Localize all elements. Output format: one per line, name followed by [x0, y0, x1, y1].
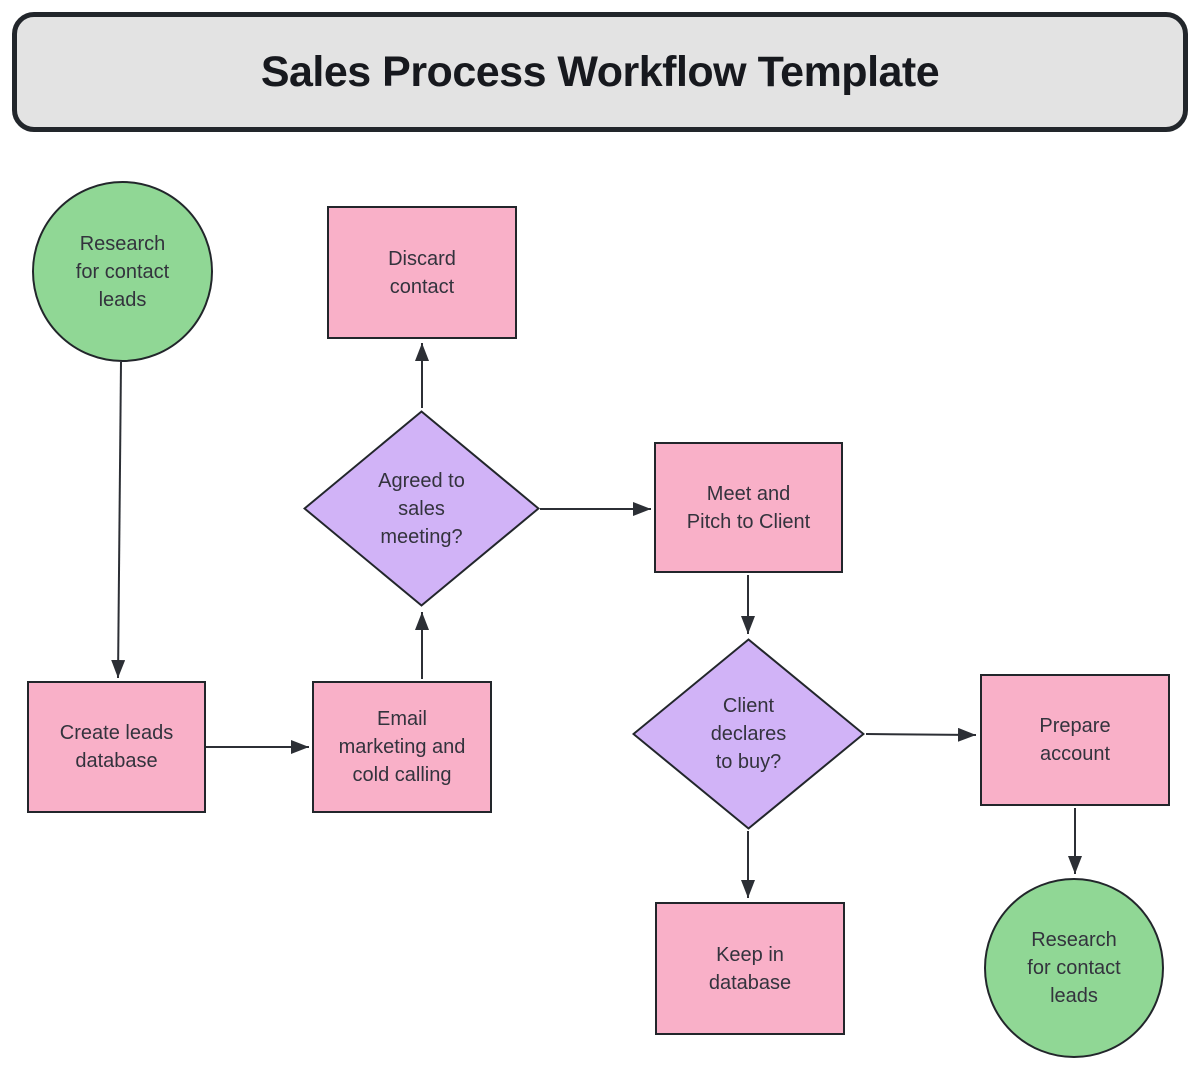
- diagram-title: Sales Process Workflow Template: [260, 47, 940, 96]
- node-label: Keep in database: [708, 943, 792, 994]
- edge-client-to-prepare: [865, 727, 977, 742]
- node-label: Discard contact: [388, 247, 456, 298]
- diamond-shape: [303, 410, 540, 607]
- node-label: Meet and Pitch to Client: [686, 482, 811, 533]
- node-prepare-account[interactable]: Prepare account: [980, 674, 1170, 806]
- node-meet-and-pitch[interactable]: Meet and Pitch to Client: [654, 442, 843, 573]
- node-keep-in-database[interactable]: Keep in database: [655, 902, 845, 1035]
- diamond-shape: [632, 638, 865, 830]
- node-label: Prepare account: [1039, 715, 1111, 765]
- node-agreed-to-sales-meeting[interactable]: Agreed to sales meeting?: [303, 410, 540, 607]
- node-end-research-leads[interactable]: Research for contact leads: [984, 878, 1164, 1058]
- node-discard-contact[interactable]: Discard contact: [327, 206, 517, 339]
- node-label: Email marketing and cold calling: [338, 708, 466, 786]
- node-label: Create leads database: [59, 722, 174, 772]
- node-label: Research for contact leads: [75, 232, 170, 311]
- diagram-title-box[interactable]: Sales Process Workflow Template: [12, 12, 1188, 132]
- node-start-research-leads[interactable]: Research for contact leads: [32, 181, 213, 362]
- node-create-leads-database[interactable]: Create leads database: [27, 681, 206, 813]
- edge-start-to-create: [111, 361, 126, 679]
- node-label: Client declares to buy?: [710, 695, 787, 773]
- node-label: Research for contact leads: [1027, 929, 1121, 1007]
- node-client-declares-to-buy[interactable]: Client declares to buy?: [632, 638, 865, 830]
- node-email-marketing-cold-calling[interactable]: Email marketing and cold calling: [312, 681, 492, 813]
- node-label: Agreed to sales meeting?: [378, 469, 465, 548]
